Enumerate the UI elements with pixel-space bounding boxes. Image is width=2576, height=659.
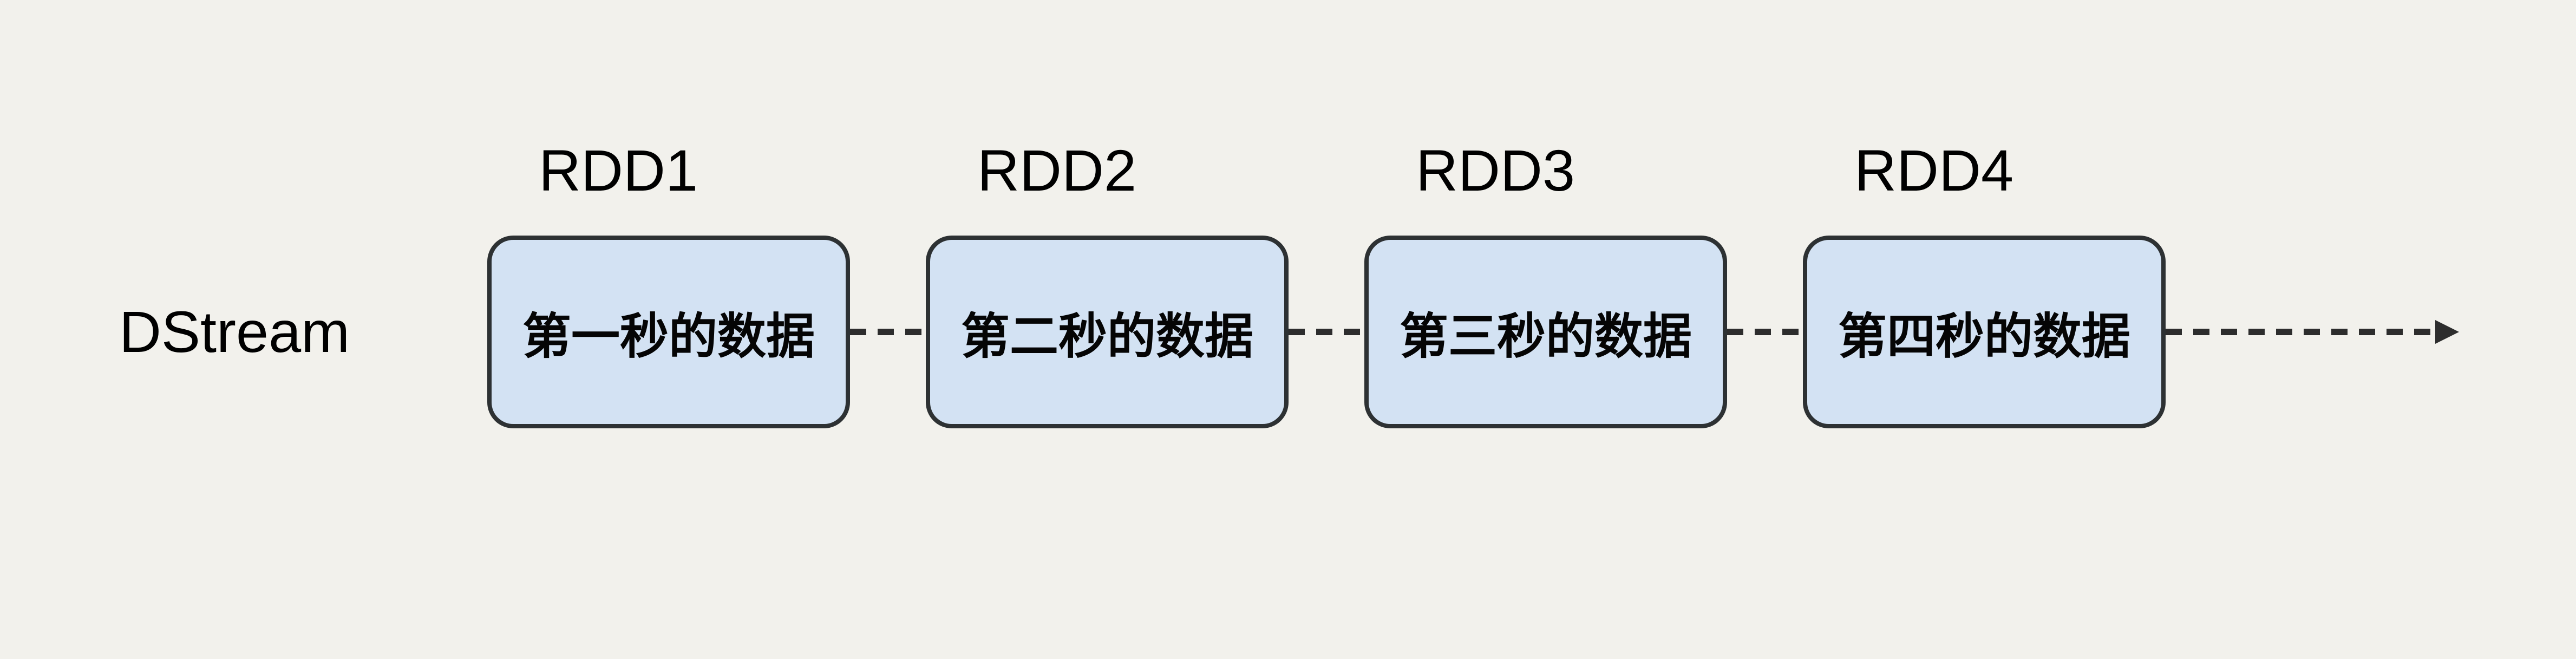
rdd4-label: RDD4 bbox=[1854, 138, 2014, 203]
rdd3-label: RDD3 bbox=[1416, 138, 1575, 203]
arrowhead-icon bbox=[2435, 320, 2459, 344]
rdd1-box: 第一秒的数据 bbox=[487, 236, 850, 428]
rdd4-box: 第四秒的数据 bbox=[1803, 236, 2166, 428]
rdd2-label: RDD2 bbox=[977, 138, 1137, 203]
rdd3-box: 第三秒的数据 bbox=[1364, 236, 1727, 428]
rdd1-label: RDD1 bbox=[539, 138, 698, 203]
dstream-label: DStream bbox=[119, 299, 350, 364]
rdd2-box: 第二秒的数据 bbox=[926, 236, 1289, 428]
